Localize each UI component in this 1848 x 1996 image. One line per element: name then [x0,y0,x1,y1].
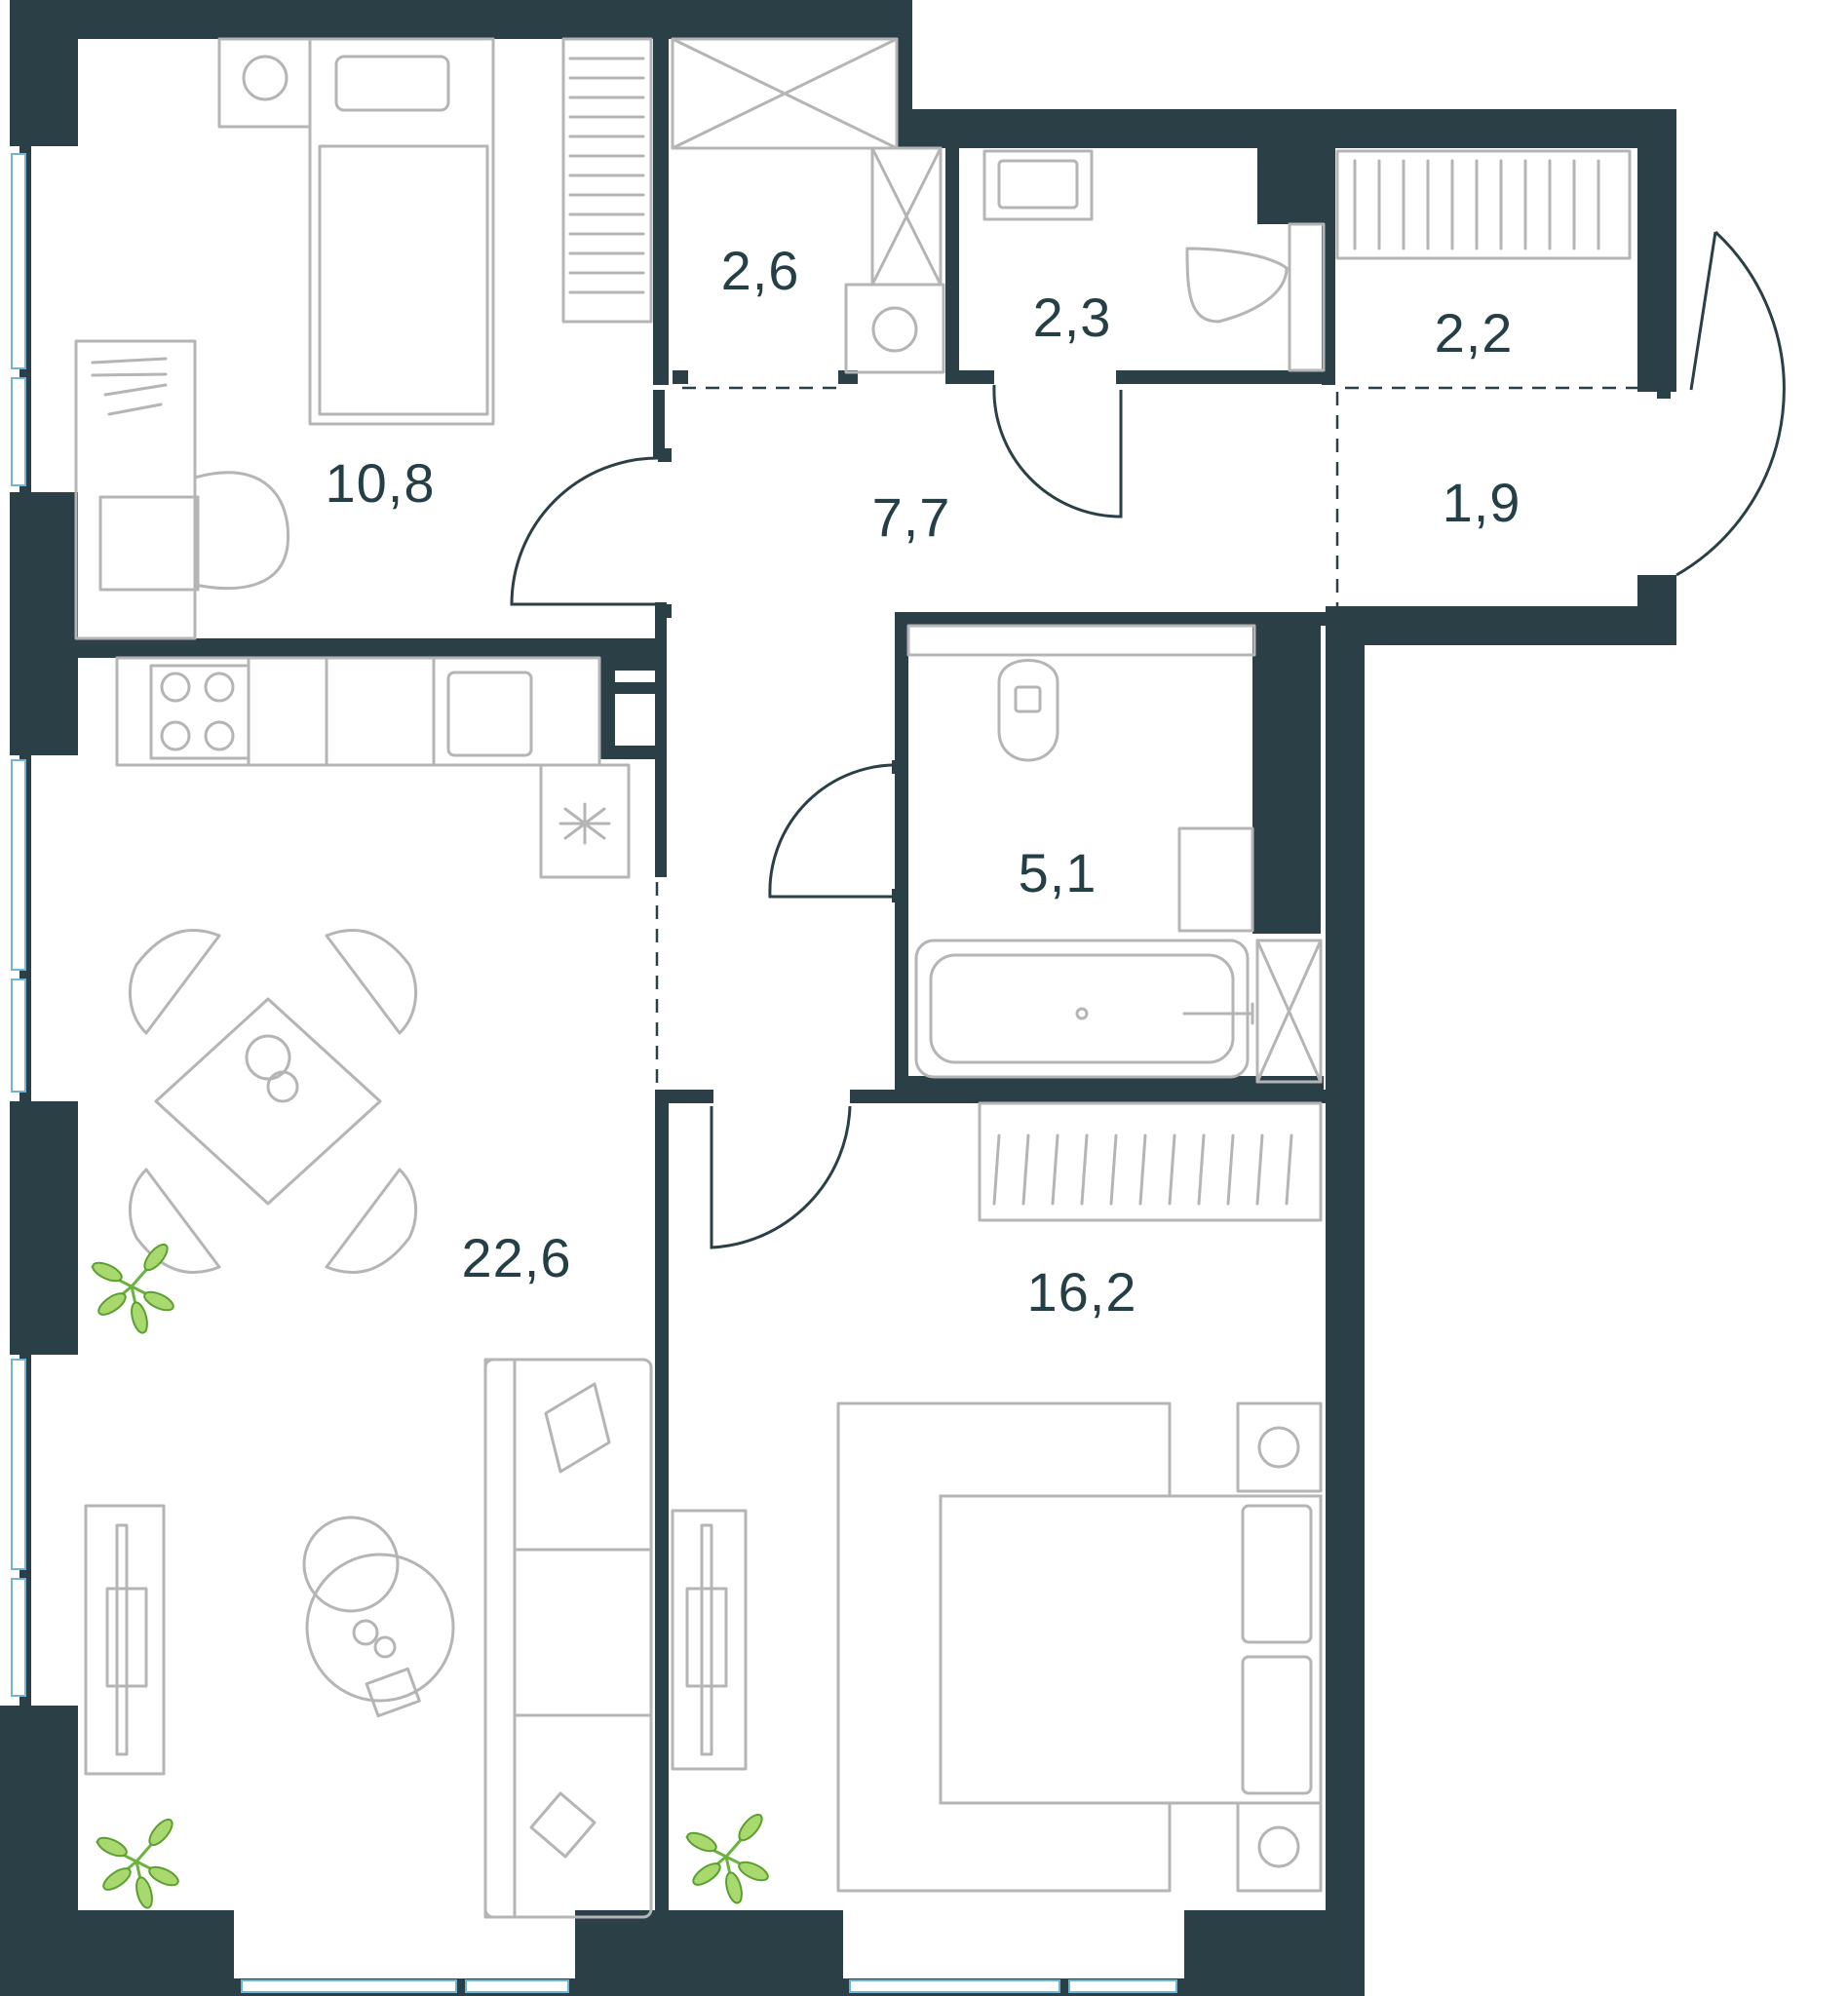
doors [510,384,1637,1249]
room-area-bathroom-large: 5,1 [1019,842,1097,903]
room-area-wardrobe: 2,2 [1435,302,1514,364]
plant-icon-living-top [91,1243,174,1334]
furniture [74,37,1632,1919]
room-area-hallway: 7,7 [872,486,951,548]
plant-icon-living-bottom [96,1818,179,1909]
walls [0,0,1676,1996]
room-area-living-kitchen: 22,6 [462,1227,572,1288]
room-area-bedroom-small: 10,8 [326,452,436,514]
windows [11,153,1786,1993]
room-area-storage: 2,6 [721,240,800,301]
room-labels: 10,8 2,6 2,3 2,2 7,7 1,9 5,1 22,6 16,2 [326,240,1521,1323]
room-area-bathroom-small: 2,3 [1033,287,1112,348]
room-area-bedroom-large: 16,2 [1027,1261,1137,1323]
plant-icon-bedroom [685,1813,769,1904]
room-area-balcony: 1,9 [1443,472,1521,533]
